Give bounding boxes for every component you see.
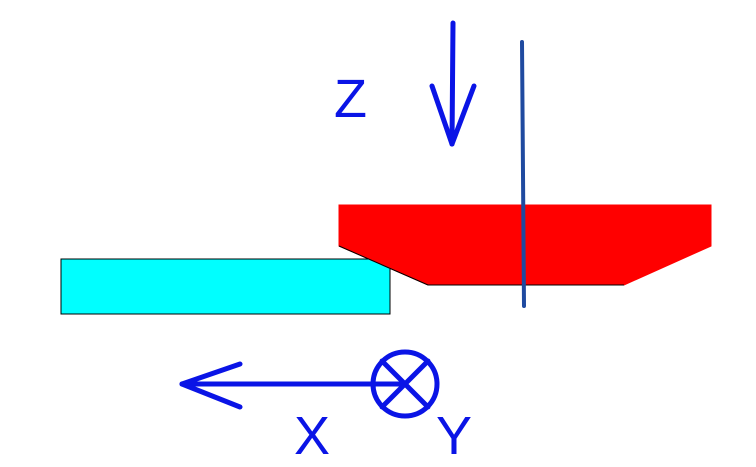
x-axis-label: X [294,406,330,466]
z-axis-label: Z [334,69,367,129]
arrow-down-icon [429,20,477,147]
spindle-line [520,40,526,308]
y-axis-label: Y [436,406,472,466]
arrow-left-icon [179,361,407,410]
cutter-edge-line [338,245,429,286]
workpiece-block [60,258,391,315]
circle-cross-into-page-icon [370,349,440,419]
